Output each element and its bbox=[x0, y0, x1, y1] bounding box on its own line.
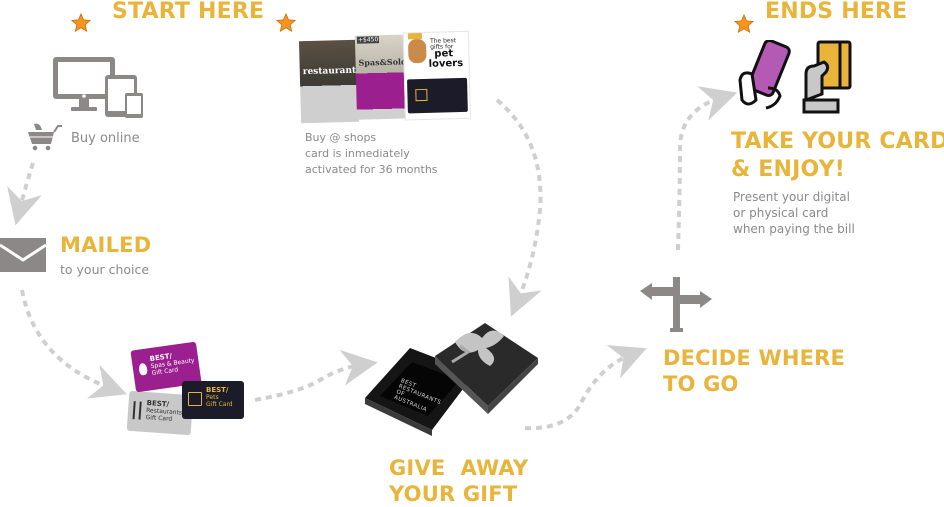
buy-at-shops-text: Buy @ shops card is inmediately activate… bbox=[305, 131, 438, 176]
spas-retail-card: +$450 Spas&Solo bbox=[354, 34, 408, 120]
gift-box-image: BEST RESTAURANTS OF AUSTRALIA bbox=[360, 318, 540, 448]
star-icon bbox=[733, 13, 755, 35]
restaurant-retail-card: restaurant bbox=[298, 39, 360, 124]
arrow-cards-to-gift bbox=[254, 349, 378, 402]
signpost-icon bbox=[640, 275, 712, 333]
give-away-title: GIVE AWAY YOUR GIFT bbox=[389, 456, 529, 506]
arrow-mail-to-cards bbox=[20, 289, 127, 399]
arrow-decide-to-end bbox=[676, 86, 738, 251]
decide-title: DECIDE WHERE TO GO bbox=[663, 346, 846, 396]
arrow-shops-to-gift bbox=[495, 98, 543, 317]
pets-gift-card: BEST/ Pets Gift Card bbox=[182, 381, 244, 419]
devices-icon bbox=[51, 55, 145, 119]
card-in-hand-icon bbox=[802, 40, 854, 116]
star-icon bbox=[70, 12, 92, 34]
star-icon bbox=[275, 12, 297, 34]
arrow-cart-to-mail bbox=[7, 162, 42, 226]
present-card-text: Present your digital or physical card wh… bbox=[733, 190, 855, 236]
ends-here-title: ENDS HERE bbox=[765, 0, 908, 24]
mailed-subtitle: to your choice bbox=[60, 262, 150, 277]
phone-in-hand-icon bbox=[738, 40, 798, 112]
retail-gift-cards-image: restaurant +$450 Spas&Solo The best gift… bbox=[298, 30, 472, 127]
buy-online-label: Buy online bbox=[71, 131, 140, 146]
pets-retail-card: The best gifts for pet lovers bbox=[402, 30, 472, 121]
take-your-card-title: TAKE YOUR CARD & ENJOY! bbox=[731, 129, 944, 182]
envelope-icon bbox=[0, 238, 46, 272]
start-here-title: START HERE bbox=[112, 0, 265, 24]
arrow-gift-to-decide bbox=[524, 345, 647, 431]
mailed-title: MAILED bbox=[60, 233, 152, 257]
shopping-cart-icon bbox=[26, 120, 62, 152]
